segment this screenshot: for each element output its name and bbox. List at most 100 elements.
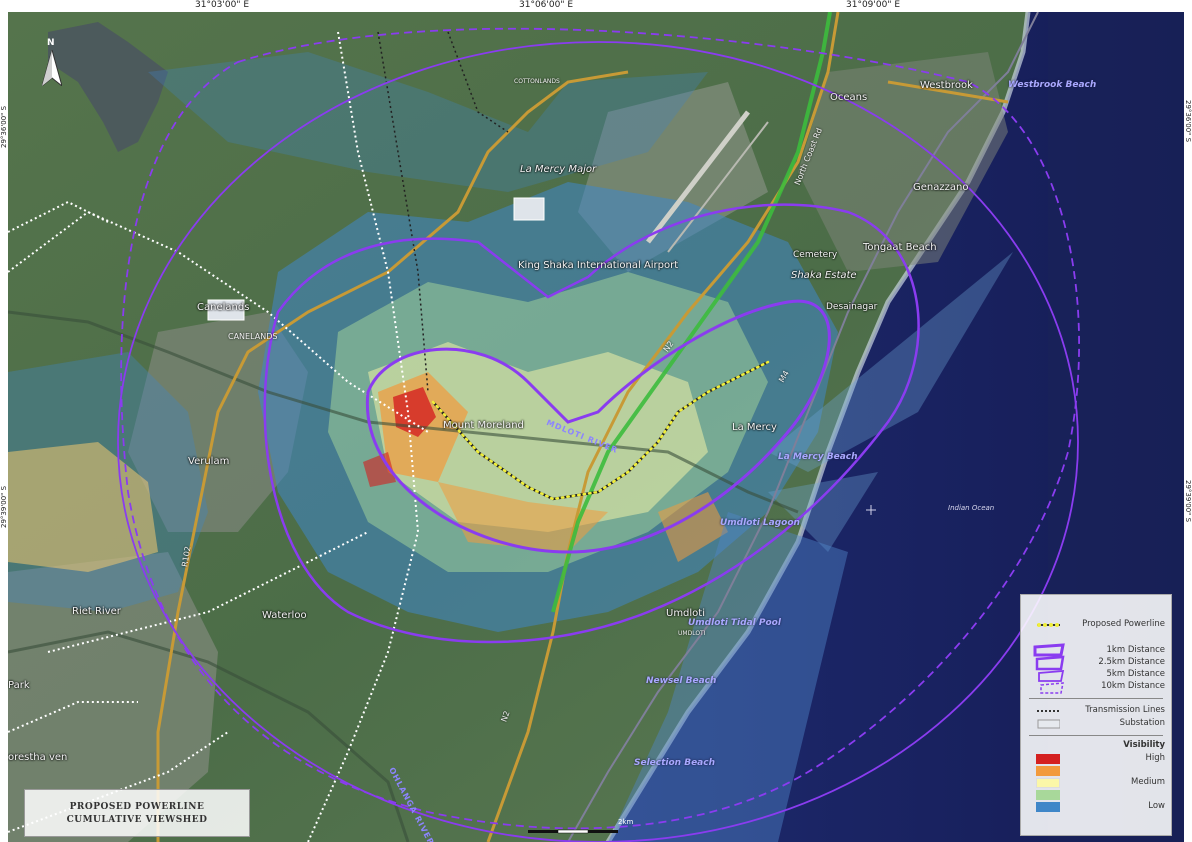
transmission-line-4 [377, 31, 429, 393]
legend-label-substation: Substation [1119, 718, 1165, 728]
urban-southwest [8, 552, 218, 842]
legend-transmission-swatch [1037, 710, 1060, 712]
legend-row-2-5km: 2.5km Distance [1021, 657, 1171, 669]
legend-label-medium: Medium [1131, 777, 1165, 787]
coord-left-1: 29°36'00" S [0, 105, 8, 148]
legend: Proposed Powerline 1km Distance 2.5km Di… [1020, 594, 1172, 836]
river-ohlanga [8, 630, 410, 842]
ocean-fan-north [768, 252, 1013, 472]
legend-label-low: Low [1148, 801, 1165, 811]
buffer-1km [365, 299, 831, 554]
legend-label-high: High [1145, 753, 1165, 763]
legend-divider-1 [1029, 698, 1163, 699]
label-umdloti-small: UMDLOTI [678, 630, 706, 637]
label-cemetery: Cemetery [793, 250, 838, 260]
transmission-line-7 [8, 731, 229, 833]
legend-swatch-low-mid [1036, 790, 1060, 800]
label-cottonlands: COTTONLANDS [514, 78, 560, 85]
legend-divider-2 [1029, 735, 1163, 736]
buffer-5km [117, 41, 1079, 842]
map-title-line2: CUMULATIVE VIEWSHED [66, 815, 208, 825]
airport-taxiway [667, 121, 769, 253]
legend-row-visibility-title: Visibility [1021, 740, 1171, 752]
legend-label-2-5km: 2.5km Distance [1098, 657, 1165, 667]
road-n2-south [486, 12, 840, 842]
scale-bar: 2km [528, 818, 648, 841]
substation-airport [513, 197, 545, 221]
legend-swatch-high-mid [1036, 766, 1060, 776]
legend-row-10km: 10km Distance [1021, 681, 1171, 693]
map-title-box: PROPOSED POWERLINE CUMULATIVE VIEWSHED [24, 789, 250, 837]
legend-visibility-title: Visibility [1123, 740, 1165, 750]
north-arrow: N [41, 38, 63, 94]
legend-swatch-medium [1036, 778, 1060, 788]
urban-coast-north [798, 52, 1008, 272]
label-westbrook: Westbrook [920, 80, 973, 91]
coord-right-2: 29°39'00" S [1184, 480, 1192, 523]
scale-bar-label: 2km [618, 818, 634, 826]
buffer-10km [120, 27, 1080, 830]
legend-row-powerline: Proposed Powerline [1021, 619, 1171, 631]
viewshed-high-b [363, 452, 396, 487]
label-umdloti: Umdloti [666, 608, 706, 619]
north-arrow-icon [41, 48, 63, 88]
legend-label-transmission: Transmission Lines [1085, 705, 1165, 715]
ocean-fan-east [768, 472, 878, 552]
label-genazzano: Genazzano [913, 182, 969, 193]
label-canelands: Canelands [197, 302, 250, 313]
label-newsel-beach: Newsel Beach [646, 676, 717, 686]
lake-hazelmere [48, 22, 168, 152]
viewshed-highmid-c [658, 492, 728, 562]
label-indian-ocean: Indian Ocean [948, 504, 995, 512]
legend-swatch-high [1036, 754, 1060, 764]
scale-bar-graphic [528, 829, 618, 834]
substation-canelands [207, 299, 245, 321]
label-waterloo: Waterloo [262, 610, 307, 621]
coord-top-1: 31°03'00" E [195, 0, 250, 10]
road-m4 [567, 12, 1039, 842]
coord-left-2: 29°39'00" S [0, 485, 8, 528]
legend-row-high-mid [1021, 765, 1171, 777]
coord-right-1: 29°36'00" S [1184, 100, 1192, 143]
legend-powerline-swatch [1037, 623, 1060, 627]
legend-row-substation: Substation [1021, 718, 1171, 730]
label-la-mercy-beach: La Mercy Beach [778, 452, 858, 462]
legend-row-medium: Medium [1021, 777, 1171, 789]
legend-substation-swatch [1037, 719, 1060, 729]
legend-row-low-mid [1021, 789, 1171, 801]
legend-row-low: Low [1021, 801, 1171, 813]
legend-label-powerline: Proposed Powerline [1082, 619, 1165, 629]
label-westbrook-beach: Westbrook Beach [1008, 80, 1097, 90]
viewshed-medium-west [8, 442, 158, 572]
transmission-line-2 [8, 200, 109, 233]
label-tongaat-beach: Tongaat Beach [863, 242, 937, 253]
road-coastal-north [887, 80, 1009, 104]
legend-row-5km: 5km Distance [1021, 669, 1171, 681]
label-desainagar: Desainagar [826, 302, 878, 312]
coord-top-2: 31°06'00" E [519, 0, 574, 10]
label-la-mercy: La Mercy [732, 422, 777, 433]
label-king-shaka-airport: King Shaka International Airport [518, 260, 679, 271]
label-umdloti-tidal-pool: Umdloti Tidal Pool [688, 618, 781, 628]
ocean-crosshair [866, 505, 876, 515]
transmission-line-3 [307, 31, 420, 842]
label-oceans: Oceans [830, 92, 868, 103]
viewshed-low-north [148, 52, 708, 192]
legend-label-1km: 1km Distance [1106, 645, 1165, 655]
map-frame[interactable]: N Canelands CANELANDS Verulam Riet River… [8, 12, 1184, 842]
label-shaka-estate: Shaka Estate [791, 270, 857, 281]
map-canvas[interactable] [8, 12, 1184, 842]
transmission-line-8 [8, 701, 138, 733]
label-park: Park [8, 680, 30, 691]
label-verulam: Verulam [188, 456, 230, 467]
road-r102 [156, 70, 629, 842]
label-la-mercy-major: La Mercy Major [520, 164, 597, 175]
airport-runway [646, 110, 750, 244]
legend-row-transmission: Transmission Lines [1021, 705, 1171, 717]
proposed-powerline-dots [431, 360, 770, 501]
legend-swatch-low [1036, 802, 1060, 812]
label-foresthaven: orestha ven [8, 752, 68, 763]
label-mount-moreland: Mount Moreland [443, 420, 524, 431]
label-selection-beach: Selection Beach [634, 758, 715, 768]
legend-row-high: High [1021, 753, 1171, 765]
